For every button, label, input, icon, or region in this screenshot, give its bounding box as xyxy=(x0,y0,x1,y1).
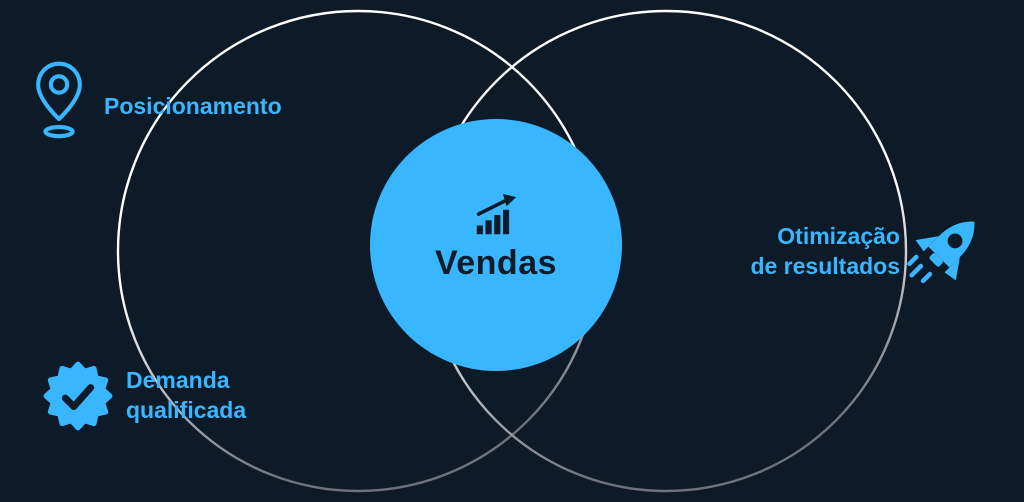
label-qualified-demand-line2: qualificada xyxy=(126,396,247,423)
label-results-optimization: Otimização de resultados xyxy=(750,222,900,282)
location-pin-icon xyxy=(36,61,82,139)
label-positioning: Posicionamento xyxy=(104,92,282,122)
center-label: Vendas xyxy=(434,243,558,282)
badge-check-icon xyxy=(43,361,113,431)
label-positioning-text: Posicionamento xyxy=(104,93,282,119)
label-qualified-demand-line1: Demanda xyxy=(126,367,230,393)
growth-chart-icon xyxy=(476,193,517,234)
center-circle: Vendas xyxy=(370,119,622,371)
label-results-optimization-line2: de resultados xyxy=(750,252,900,279)
center-content: Vendas xyxy=(435,192,557,283)
rocket-icon xyxy=(907,221,975,284)
label-qualified-demand: Demanda qualificada xyxy=(126,366,246,426)
label-results-optimization-line1: Otimização xyxy=(777,223,900,249)
